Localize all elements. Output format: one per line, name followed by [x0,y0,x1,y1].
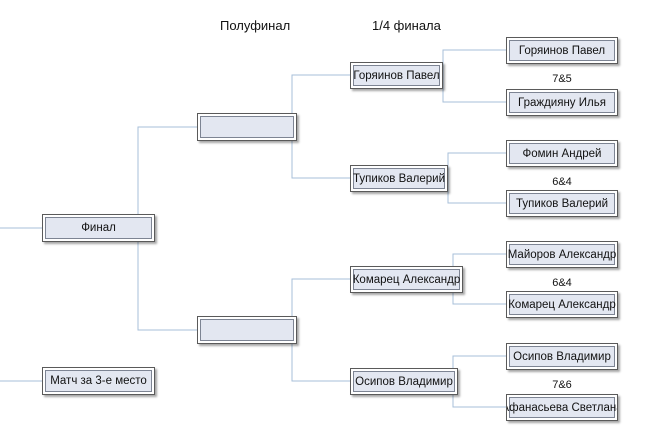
qf2-player-2-box[interactable]: Тупиков Валерий [506,190,618,217]
qf3-player-1-name: Майоров Александр [507,248,617,261]
quarterfinal-2-winner: Тупиков Валерий [352,172,446,185]
semifinal-2-box[interactable] [197,316,297,344]
quarterfinal-1-winner: Горяинов Павел [353,69,440,82]
quarterfinal-1-box[interactable]: Горяинов Павел [350,62,443,89]
qf3-player-2-name: Комарец Александр [508,298,616,311]
qf2-player-1-name: Фомин Андрей [522,147,602,160]
qf3-score: 6&4 [552,277,572,289]
qf1-player-1-name: Горяинов Павел [518,44,606,57]
quarterfinal-header: 1/4 финала [372,18,441,33]
qf2-player-2-name: Тупиков Валерий [515,197,609,210]
qf1-player-2-box[interactable]: Граждияну Илья [506,89,618,116]
qf3-player-2-box[interactable]: Комарец Александр [506,291,618,318]
qf1-score: 7&5 [552,73,572,85]
third-place-box[interactable]: Матч за 3-е место [42,367,155,395]
final-box[interactable]: Финал [42,214,155,242]
qf4-score: 7&6 [552,379,572,391]
quarterfinal-2-box[interactable]: Тупиков Валерий [350,165,448,192]
qf4-player-2-box[interactable]: Афанасьева Светлана [506,394,618,421]
semifinal-1-box[interactable] [197,113,297,141]
qf2-score: 6&4 [552,176,572,188]
semifinal-header: Полуфинал [220,18,291,33]
qf4-player-2-name: Афанасьева Светлана [506,401,618,414]
qf1-player-2-name: Граждияну Илья [518,96,606,109]
quarterfinal-4-winner: Осипов Владимир [355,375,453,388]
qf2-player-1-box[interactable]: Фомин Андрей [506,140,618,167]
qf4-player-1-name: Осипов Владимир [513,350,611,363]
quarterfinal-3-winner: Комарец Александр [352,273,461,286]
quarterfinal-3-box[interactable]: Комарец Александр [350,266,463,293]
qf3-player-1-box[interactable]: Майоров Александр [506,241,618,268]
qf4-player-1-box[interactable]: Осипов Владимир [506,343,618,370]
quarterfinal-4-box[interactable]: Осипов Владимир [350,368,458,395]
final-label: Финал [81,222,116,234]
third-place-label: Матч за 3-е место [50,375,147,387]
qf1-player-1-box[interactable]: Горяинов Павел [506,37,618,64]
